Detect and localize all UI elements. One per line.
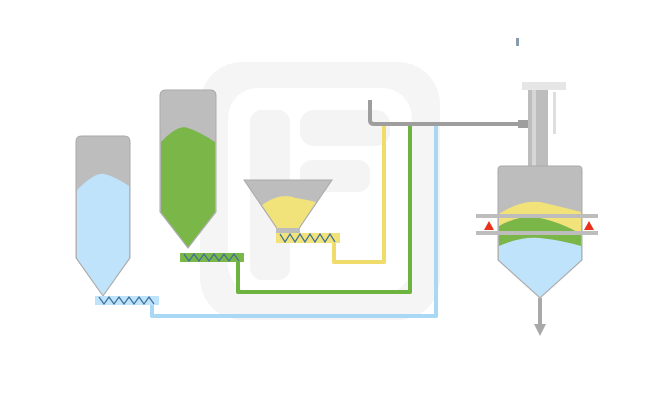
green-silo — [159, 89, 217, 249]
yellow-hopper — [243, 179, 333, 234]
zigzag-screw-icon — [98, 295, 155, 306]
green-screw-conveyor — [180, 252, 244, 263]
red-triangle-icon — [584, 221, 594, 230]
yellow-feed-pipe — [332, 122, 386, 264]
zigzag-screw-icon — [279, 232, 336, 244]
blue-silo — [75, 135, 131, 297]
reactor-vessel — [476, 165, 598, 299]
reactor-stack — [516, 38, 566, 168]
gray-manifold-pipe — [368, 100, 520, 126]
down-arrow-icon — [534, 298, 546, 336]
yellow-screw-conveyor — [276, 232, 340, 244]
zigzag-screw-icon — [183, 252, 240, 263]
blue-feed-pipe — [150, 122, 438, 318]
blue-screw-conveyor — [95, 295, 159, 306]
red-triangle-icon — [484, 221, 494, 230]
green-feed-pipe — [236, 122, 412, 294]
